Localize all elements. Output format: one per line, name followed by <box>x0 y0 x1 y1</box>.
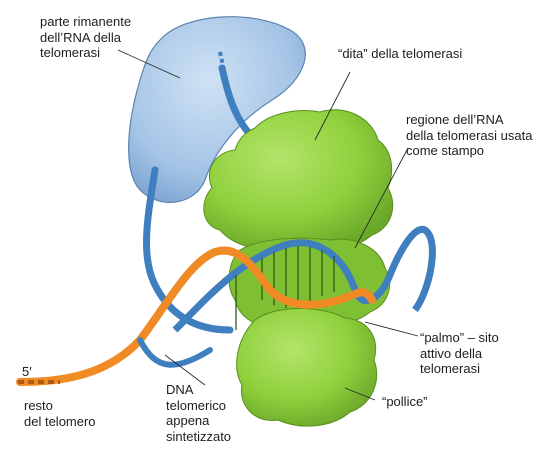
label-fingers: “dita” della telomerasi <box>338 46 463 61</box>
label-five-prime: 5′ <box>22 364 32 379</box>
rna-remaining-body <box>128 16 306 203</box>
label-thumb: “pollice” <box>382 394 428 409</box>
dna-orange-strand <box>16 246 376 386</box>
dna-orange-continue <box>137 337 213 368</box>
dna-blue-strand <box>172 225 436 333</box>
label-telomere-rest: resto del telomero <box>24 398 96 429</box>
label-new-dna: DNA telomerico appena sintetizzato <box>166 382 232 444</box>
label-palm: “palmo” – sito attivo della telomerasi <box>420 330 499 376</box>
leader-lines <box>117 49 419 401</box>
rna-strand-left <box>143 166 234 334</box>
palm-protein <box>228 237 390 328</box>
rna-dash-end <box>218 51 227 76</box>
label-rna-template: regione dell’RNA della telomerasi usata … <box>406 112 533 158</box>
thumb-protein <box>236 308 378 427</box>
label-rna-remaining: parte rimanente dell’RNA della telomeras… <box>40 14 132 60</box>
